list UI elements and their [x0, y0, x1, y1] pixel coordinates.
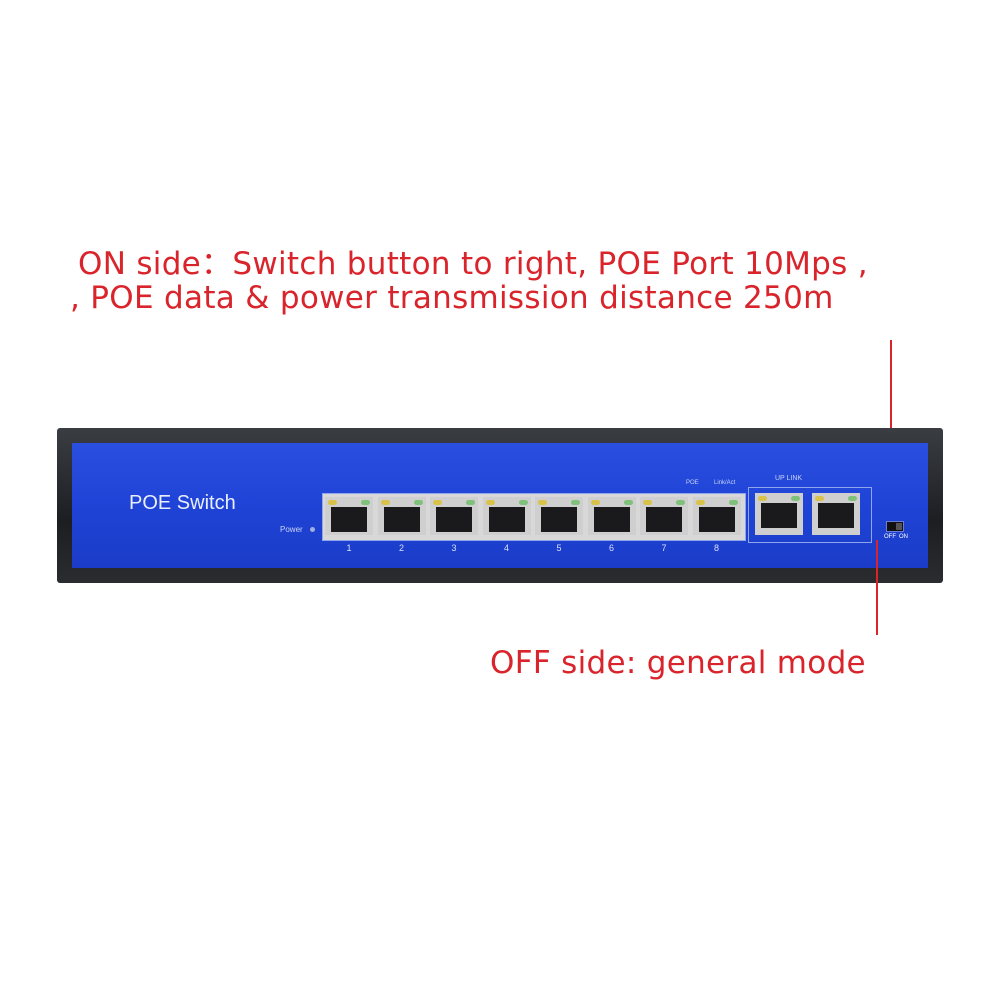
speed-led — [590, 500, 600, 505]
uplink-label: UP LINK — [775, 475, 803, 482]
brand-label: POE Switch — [129, 492, 236, 514]
power-led — [310, 527, 315, 532]
rj45-socket — [383, 507, 420, 532]
off-pointer-line — [876, 540, 878, 635]
port-number: 4 — [503, 543, 509, 553]
poe-port[interactable] — [587, 497, 636, 535]
link-led — [676, 500, 685, 505]
poe-label: POE — [686, 480, 699, 486]
mode-switch[interactable] — [886, 521, 904, 532]
rj45-socket — [541, 507, 577, 532]
link-led — [413, 500, 423, 505]
port-number: 6 — [608, 543, 614, 553]
rj45-socket — [488, 507, 525, 532]
link-led — [791, 496, 800, 501]
speed-led — [815, 496, 824, 501]
poe-port[interactable] — [535, 497, 583, 535]
power-label: Power — [280, 525, 303, 534]
on-side-note-line1: ON side：Switch button to right, POE Port… — [78, 246, 868, 282]
rj45-socket — [436, 507, 472, 532]
poe-port[interactable] — [482, 497, 531, 535]
rj45-socket — [331, 507, 367, 532]
on-side-note-line2: , POE data & power transmission distance… — [70, 280, 834, 316]
rj45-socket — [698, 507, 735, 532]
poe-switch-device: POE Switch Power POE Link/Act UP LINK 1 2… — [57, 428, 943, 583]
speed-led — [538, 500, 547, 505]
rj45-socket — [646, 507, 682, 532]
speed-led — [758, 496, 767, 501]
port-number: 7 — [661, 543, 667, 553]
poe-port[interactable] — [430, 497, 478, 535]
uplink-port-1[interactable] — [755, 493, 803, 535]
port-number: 2 — [398, 543, 404, 553]
off-side-note: OFF side: general mode — [490, 645, 866, 681]
poe-port[interactable] — [377, 497, 426, 535]
uplink-port-2[interactable] — [812, 493, 860, 535]
speed-led — [643, 500, 652, 505]
rj45-socket — [593, 507, 630, 532]
poe-port[interactable] — [325, 497, 373, 535]
rj45-socket — [818, 503, 854, 528]
uplink-port-group — [748, 487, 872, 543]
speed-led — [485, 500, 495, 505]
speed-led — [380, 500, 390, 505]
port-number: 8 — [713, 543, 719, 553]
link-led — [728, 500, 738, 505]
front-panel: POE Switch Power POE Link/Act UP LINK 1 2… — [72, 443, 928, 568]
switch-on-label: ON — [899, 534, 908, 540]
rj45-socket — [761, 503, 797, 528]
port-number: 1 — [346, 543, 352, 553]
link-led — [848, 496, 857, 501]
speed-led — [695, 500, 705, 505]
port-number: 3 — [451, 543, 457, 553]
poe-port[interactable] — [692, 497, 741, 535]
poe-port[interactable] — [640, 497, 688, 535]
port-number: 5 — [556, 543, 562, 553]
speed-led — [328, 500, 337, 505]
speed-led — [433, 500, 442, 505]
switch-off-label: OFF — [884, 534, 896, 540]
link-led — [623, 500, 633, 505]
link-act-label: Link/Act — [714, 480, 736, 486]
link-led — [518, 500, 528, 505]
link-led — [571, 500, 580, 505]
link-led — [361, 500, 370, 505]
link-led — [466, 500, 475, 505]
